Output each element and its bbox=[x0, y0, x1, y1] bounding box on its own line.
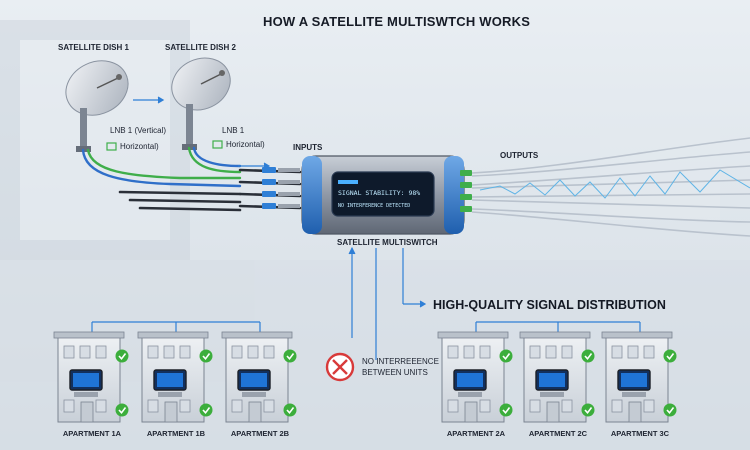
apartment-label: APARTMENT 3C bbox=[610, 429, 670, 438]
apartment-label: APARTMENT 2C bbox=[528, 429, 588, 438]
lnb-horizontal-label: Horizontal) bbox=[120, 142, 159, 151]
signal-wave bbox=[479, 169, 750, 199]
device-drop-lines bbox=[351, 248, 427, 360]
no-interference-icon bbox=[325, 352, 355, 382]
output-connectors bbox=[460, 170, 472, 212]
check-icon bbox=[199, 403, 213, 417]
check-icon bbox=[115, 349, 129, 363]
check-icon bbox=[115, 403, 129, 417]
screen-line-2: NO INTERFERENCE DETECTED bbox=[338, 203, 410, 209]
diagram-title: HOW A SATELLITE MULTISWTCH WORKS bbox=[263, 14, 531, 29]
lnb-horizontal-icon bbox=[106, 142, 117, 151]
tv-icon bbox=[453, 369, 487, 397]
apartment-building-icon bbox=[221, 331, 297, 423]
up-arrow-head bbox=[348, 246, 356, 255]
apartment-building-icon bbox=[601, 331, 677, 423]
apartment-building-icon bbox=[437, 331, 513, 423]
apartment-building-icon bbox=[137, 331, 213, 423]
check-icon bbox=[581, 403, 595, 417]
apartment-building-icon bbox=[53, 331, 129, 423]
apartment-label: APARTMENT 1A bbox=[62, 429, 122, 438]
tv-icon bbox=[535, 369, 569, 397]
outputs-label: OUTPUTS bbox=[500, 151, 539, 160]
inputs-arrow bbox=[238, 162, 271, 170]
left-distribution-bracket bbox=[91, 321, 261, 332]
multiswitch-label: SATELLITE MULTISWITCH bbox=[337, 238, 438, 247]
check-icon bbox=[499, 349, 513, 363]
right-distribution-bracket bbox=[475, 321, 641, 332]
lnb2-horizontal-icon bbox=[212, 140, 223, 149]
dish-1-label: SATELLITE DISH 1 bbox=[58, 43, 129, 52]
tv-icon bbox=[237, 369, 271, 397]
no-interference-line-2: BETWEEN UNITS bbox=[362, 368, 428, 377]
apartment-buildings bbox=[53, 331, 677, 423]
dish-2-label: SATELLITE DISH 2 bbox=[165, 43, 236, 52]
lnb2-label: LNB 1 bbox=[222, 126, 245, 135]
dish-arrow bbox=[133, 96, 165, 104]
check-icon bbox=[663, 349, 677, 363]
check-icon bbox=[581, 349, 595, 363]
apartment-label: APARTMENT 2B bbox=[230, 429, 290, 438]
input-connectors bbox=[262, 167, 300, 209]
apartment-building-icon bbox=[519, 331, 595, 423]
screen-line-1: SIGNAL STABILITY: 98% bbox=[338, 189, 420, 197]
check-icon bbox=[199, 349, 213, 363]
tv-icon bbox=[153, 369, 187, 397]
check-icon bbox=[283, 349, 297, 363]
tv-icon bbox=[617, 369, 651, 397]
lnb2-horizontal-label: Horizontal) bbox=[226, 140, 265, 149]
tv-icon bbox=[69, 369, 103, 397]
check-icon bbox=[663, 403, 677, 417]
screen-indicator bbox=[338, 180, 358, 184]
lnb-vertical-label: LNB 1 (Vertical) bbox=[110, 126, 167, 135]
check-icon bbox=[283, 403, 297, 417]
apartment-label: APARTMENT 2A bbox=[446, 429, 506, 438]
inputs-label: INPUTS bbox=[293, 143, 323, 152]
distribution-heading: HIGH-QUALITY SIGNAL DISTRIBUTION bbox=[433, 298, 666, 312]
apartment-label: APARTMENT 1B bbox=[146, 429, 206, 438]
check-icon bbox=[499, 403, 513, 417]
no-interference-line-1: NO INTERREEENCE bbox=[362, 357, 439, 366]
